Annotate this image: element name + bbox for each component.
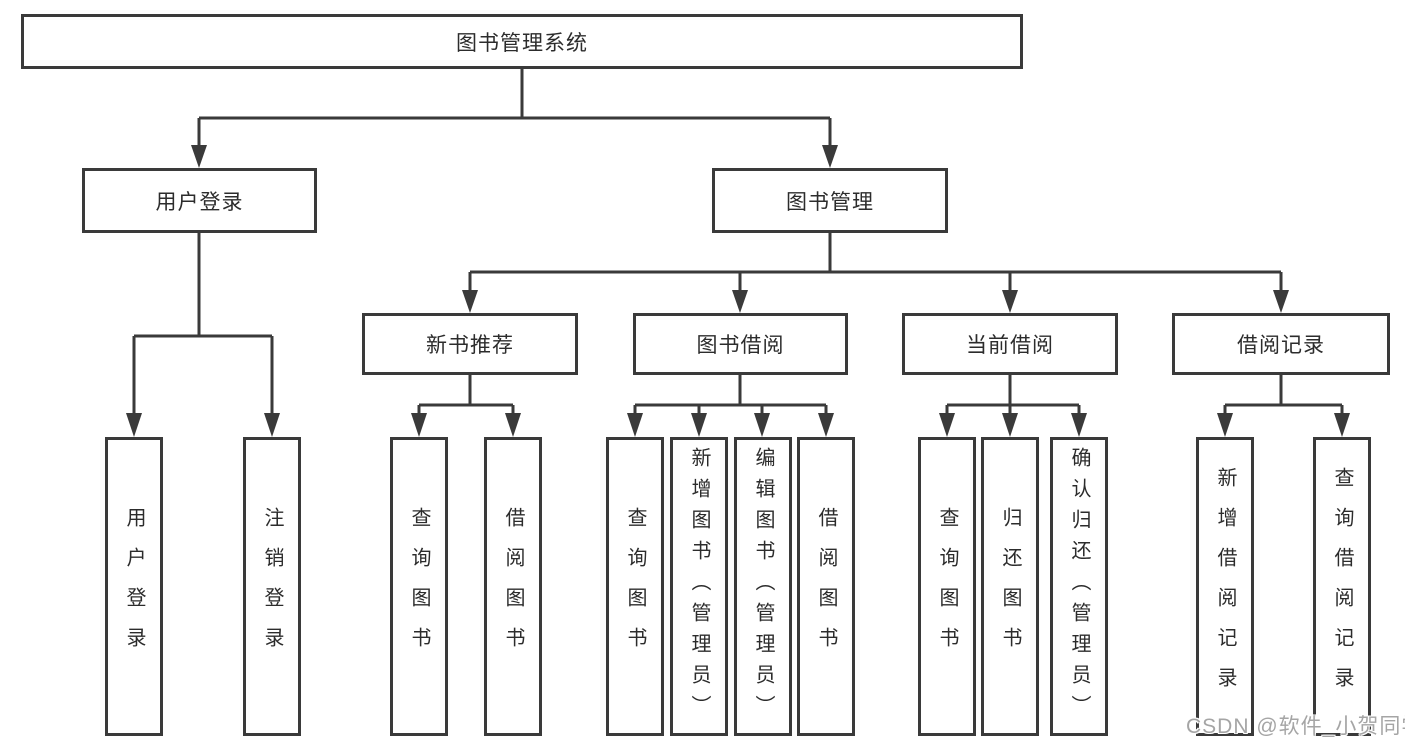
node-label: 编辑图书（管理员） [752,447,774,726]
node-borrowing-edit-books-admin: 编辑图书（管理员） [734,437,792,736]
node-label: 当前借阅 [966,334,1054,357]
node-borrowing-add-books-admin: 新增图书（管理员） [670,437,728,736]
connector-book-management-to-level3 [468,233,1283,294]
node-label: 新增借阅记录 [1214,466,1236,707]
node-label: 图书管理系统 [456,31,588,55]
node-label: 新增图书（管理员） [688,447,710,726]
node-label: 归还图书 [999,506,1021,667]
node-label: 用户登录 [123,506,145,667]
node-label: 借阅记录 [1237,334,1325,357]
csdn-watermark: CSDN @软件_小贺同学 [1186,715,1405,738]
node-label: 新书推荐 [426,334,514,357]
arrowhead-icons [126,145,1350,437]
connector-new-book-recommendation-to-children [417,375,515,417]
node-current-return-books: 归还图书 [981,437,1039,736]
node-book-management: 图书管理 [712,168,948,233]
node-borrowing-records: 借阅记录 [1172,313,1390,375]
node-label: 查询借阅记录 [1331,466,1353,707]
connector-current-borrowing-to-children [945,375,1081,417]
node-recommend-query-books: 查询图书 [390,437,448,736]
node-label: 图书借阅 [696,334,785,357]
node-recommend-borrow-books: 借阅图书 [484,437,542,736]
node-user-login-action: 用户登录 [105,437,163,736]
node-label: 借阅图书 [815,506,837,667]
node-label: 用户登录 [155,190,244,214]
node-new-book-recommendation: 新书推荐 [362,313,578,375]
node-current-confirm-return-admin: 确认归还（管理员） [1050,437,1108,736]
node-label: 注销登录 [261,506,283,667]
node-label: 查询图书 [624,506,646,667]
node-library-management-system: 图书管理系统 [21,14,1023,69]
node-label: 确认归还（管理员） [1068,447,1090,726]
node-book-borrowing: 图书借阅 [633,313,848,375]
node-logout-action: 注销登录 [243,437,301,736]
connector-book-borrowing-to-children [633,375,828,417]
node-label: 图书管理 [786,190,874,214]
node-current-query-books: 查询图书 [918,437,976,736]
connector-borrowing-records-to-children [1223,375,1344,417]
node-user-login: 用户登录 [82,168,317,233]
node-label: 查询图书 [408,506,430,667]
node-records-query-borrow-record: 查询借阅记录 [1313,437,1371,736]
node-label: 借阅图书 [502,506,524,667]
node-borrowing-borrow-books: 借阅图书 [797,437,855,736]
node-records-add-borrow-record: 新增借阅记录 [1196,437,1254,736]
node-label: 查询图书 [936,506,958,667]
node-current-borrowing: 当前借阅 [902,313,1118,375]
connector-user-login-to-children [132,233,274,417]
node-borrowing-query-books: 查询图书 [606,437,664,736]
connector-root-to-level2 [197,69,832,148]
